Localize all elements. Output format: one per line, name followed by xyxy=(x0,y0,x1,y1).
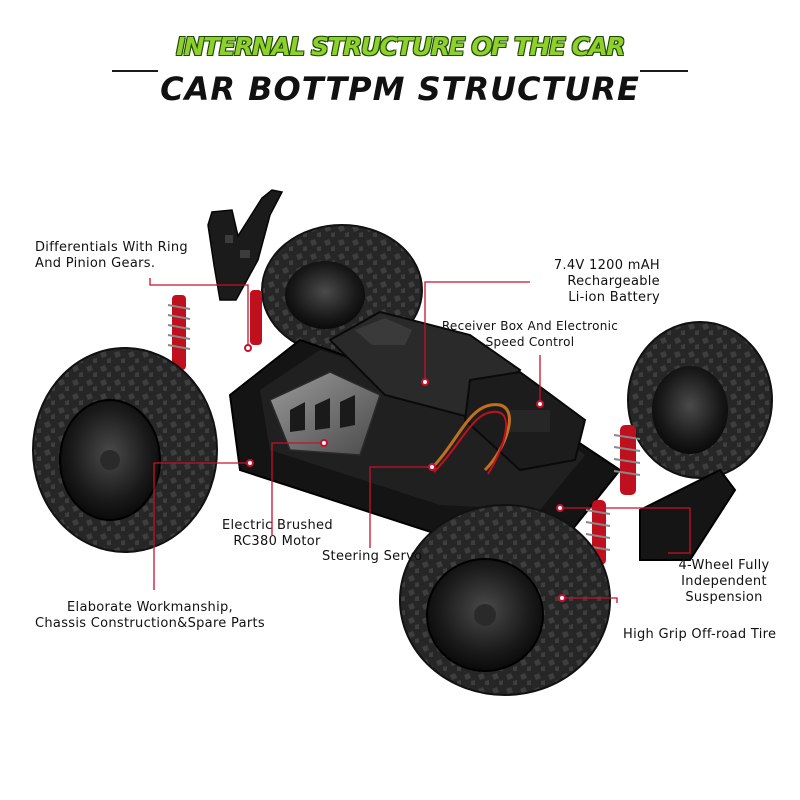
leader-tire xyxy=(562,597,618,603)
banner-rule-left xyxy=(112,70,158,72)
dot-suspension xyxy=(556,504,564,512)
banner-subtitle: CAR BOTTPM STRUCTURE xyxy=(160,70,640,108)
tire-rear-right xyxy=(627,321,773,479)
shock-front-left xyxy=(613,425,641,495)
shock-rear-left xyxy=(167,295,191,370)
tire-front-left xyxy=(32,347,218,553)
callout-receiver: Receiver Box And Electronic Speed Contro… xyxy=(440,318,620,350)
dot-motor xyxy=(320,439,328,447)
callout-battery-line2: Rechargeable xyxy=(567,274,660,289)
shock-rear-right xyxy=(250,290,262,345)
callout-chassis-line1: Elaborate Workmanship, xyxy=(67,600,233,615)
callout-receiver-line2: Speed Control xyxy=(485,335,575,349)
banner-rule-right xyxy=(640,70,688,72)
callout-suspension: 4-Wheel Fully Independent Suspension xyxy=(668,558,780,606)
callout-servo-line1: Steering Servo xyxy=(322,549,423,564)
callout-motor-line1: Electric Brushed xyxy=(222,518,333,533)
dot-servo xyxy=(428,463,436,471)
dot-battery xyxy=(421,378,429,386)
chassis xyxy=(228,310,622,547)
leader-differentials xyxy=(149,278,249,348)
callout-differentials: Differentials With Ring And Pinion Gears… xyxy=(35,240,188,272)
leader-chassis xyxy=(153,462,250,590)
callout-differentials-line2: And Pinion Gears. xyxy=(35,256,156,271)
callout-tire-line1: High Grip Off-road Tire xyxy=(623,627,777,642)
leader-servo xyxy=(369,466,432,548)
callout-suspension-line2: Independent xyxy=(681,574,767,589)
callout-chassis: Elaborate Workmanship, Chassis Construct… xyxy=(15,600,285,632)
callout-suspension-line1: 4-Wheel Fully xyxy=(678,558,770,573)
callout-battery: 7.4V 1200 mAH Rechargeable Li-ion Batter… xyxy=(520,258,660,306)
shock-front-right xyxy=(585,500,611,565)
callout-receiver-line1: Receiver Box And Electronic xyxy=(441,319,619,333)
leader-lines xyxy=(149,278,691,603)
callout-motor-line2: RC380 Motor xyxy=(233,534,321,549)
callout-battery-line1: 7.4V 1200 mAH xyxy=(553,258,660,273)
callout-chassis-line2: Chassis Construction&Spare Parts xyxy=(35,616,265,631)
leader-motor xyxy=(271,442,324,535)
dot-tire xyxy=(558,594,566,602)
tire-front-right xyxy=(399,504,611,696)
callout-differentials-line1: Differentials With Ring xyxy=(35,240,188,255)
dot-chassis xyxy=(246,459,254,467)
front-bumper xyxy=(639,468,737,561)
leader-suspension xyxy=(560,507,691,554)
wing-mount xyxy=(207,189,284,301)
dot-differentials xyxy=(244,344,252,352)
callout-suspension-line3: Suspension xyxy=(685,590,763,605)
leader-battery xyxy=(424,281,530,382)
leader-dots xyxy=(244,344,566,602)
banner-title: INTERNAL STRUCTURE OF THE CAR xyxy=(175,32,626,61)
callout-motor: Electric Brushed RC380 Motor xyxy=(222,518,333,550)
callout-servo: Steering Servo xyxy=(322,549,422,565)
dot-receiver xyxy=(536,400,544,408)
callout-battery-line3: Li-ion Battery xyxy=(568,290,660,305)
callout-tire: High Grip Off-road Tire xyxy=(623,627,776,643)
